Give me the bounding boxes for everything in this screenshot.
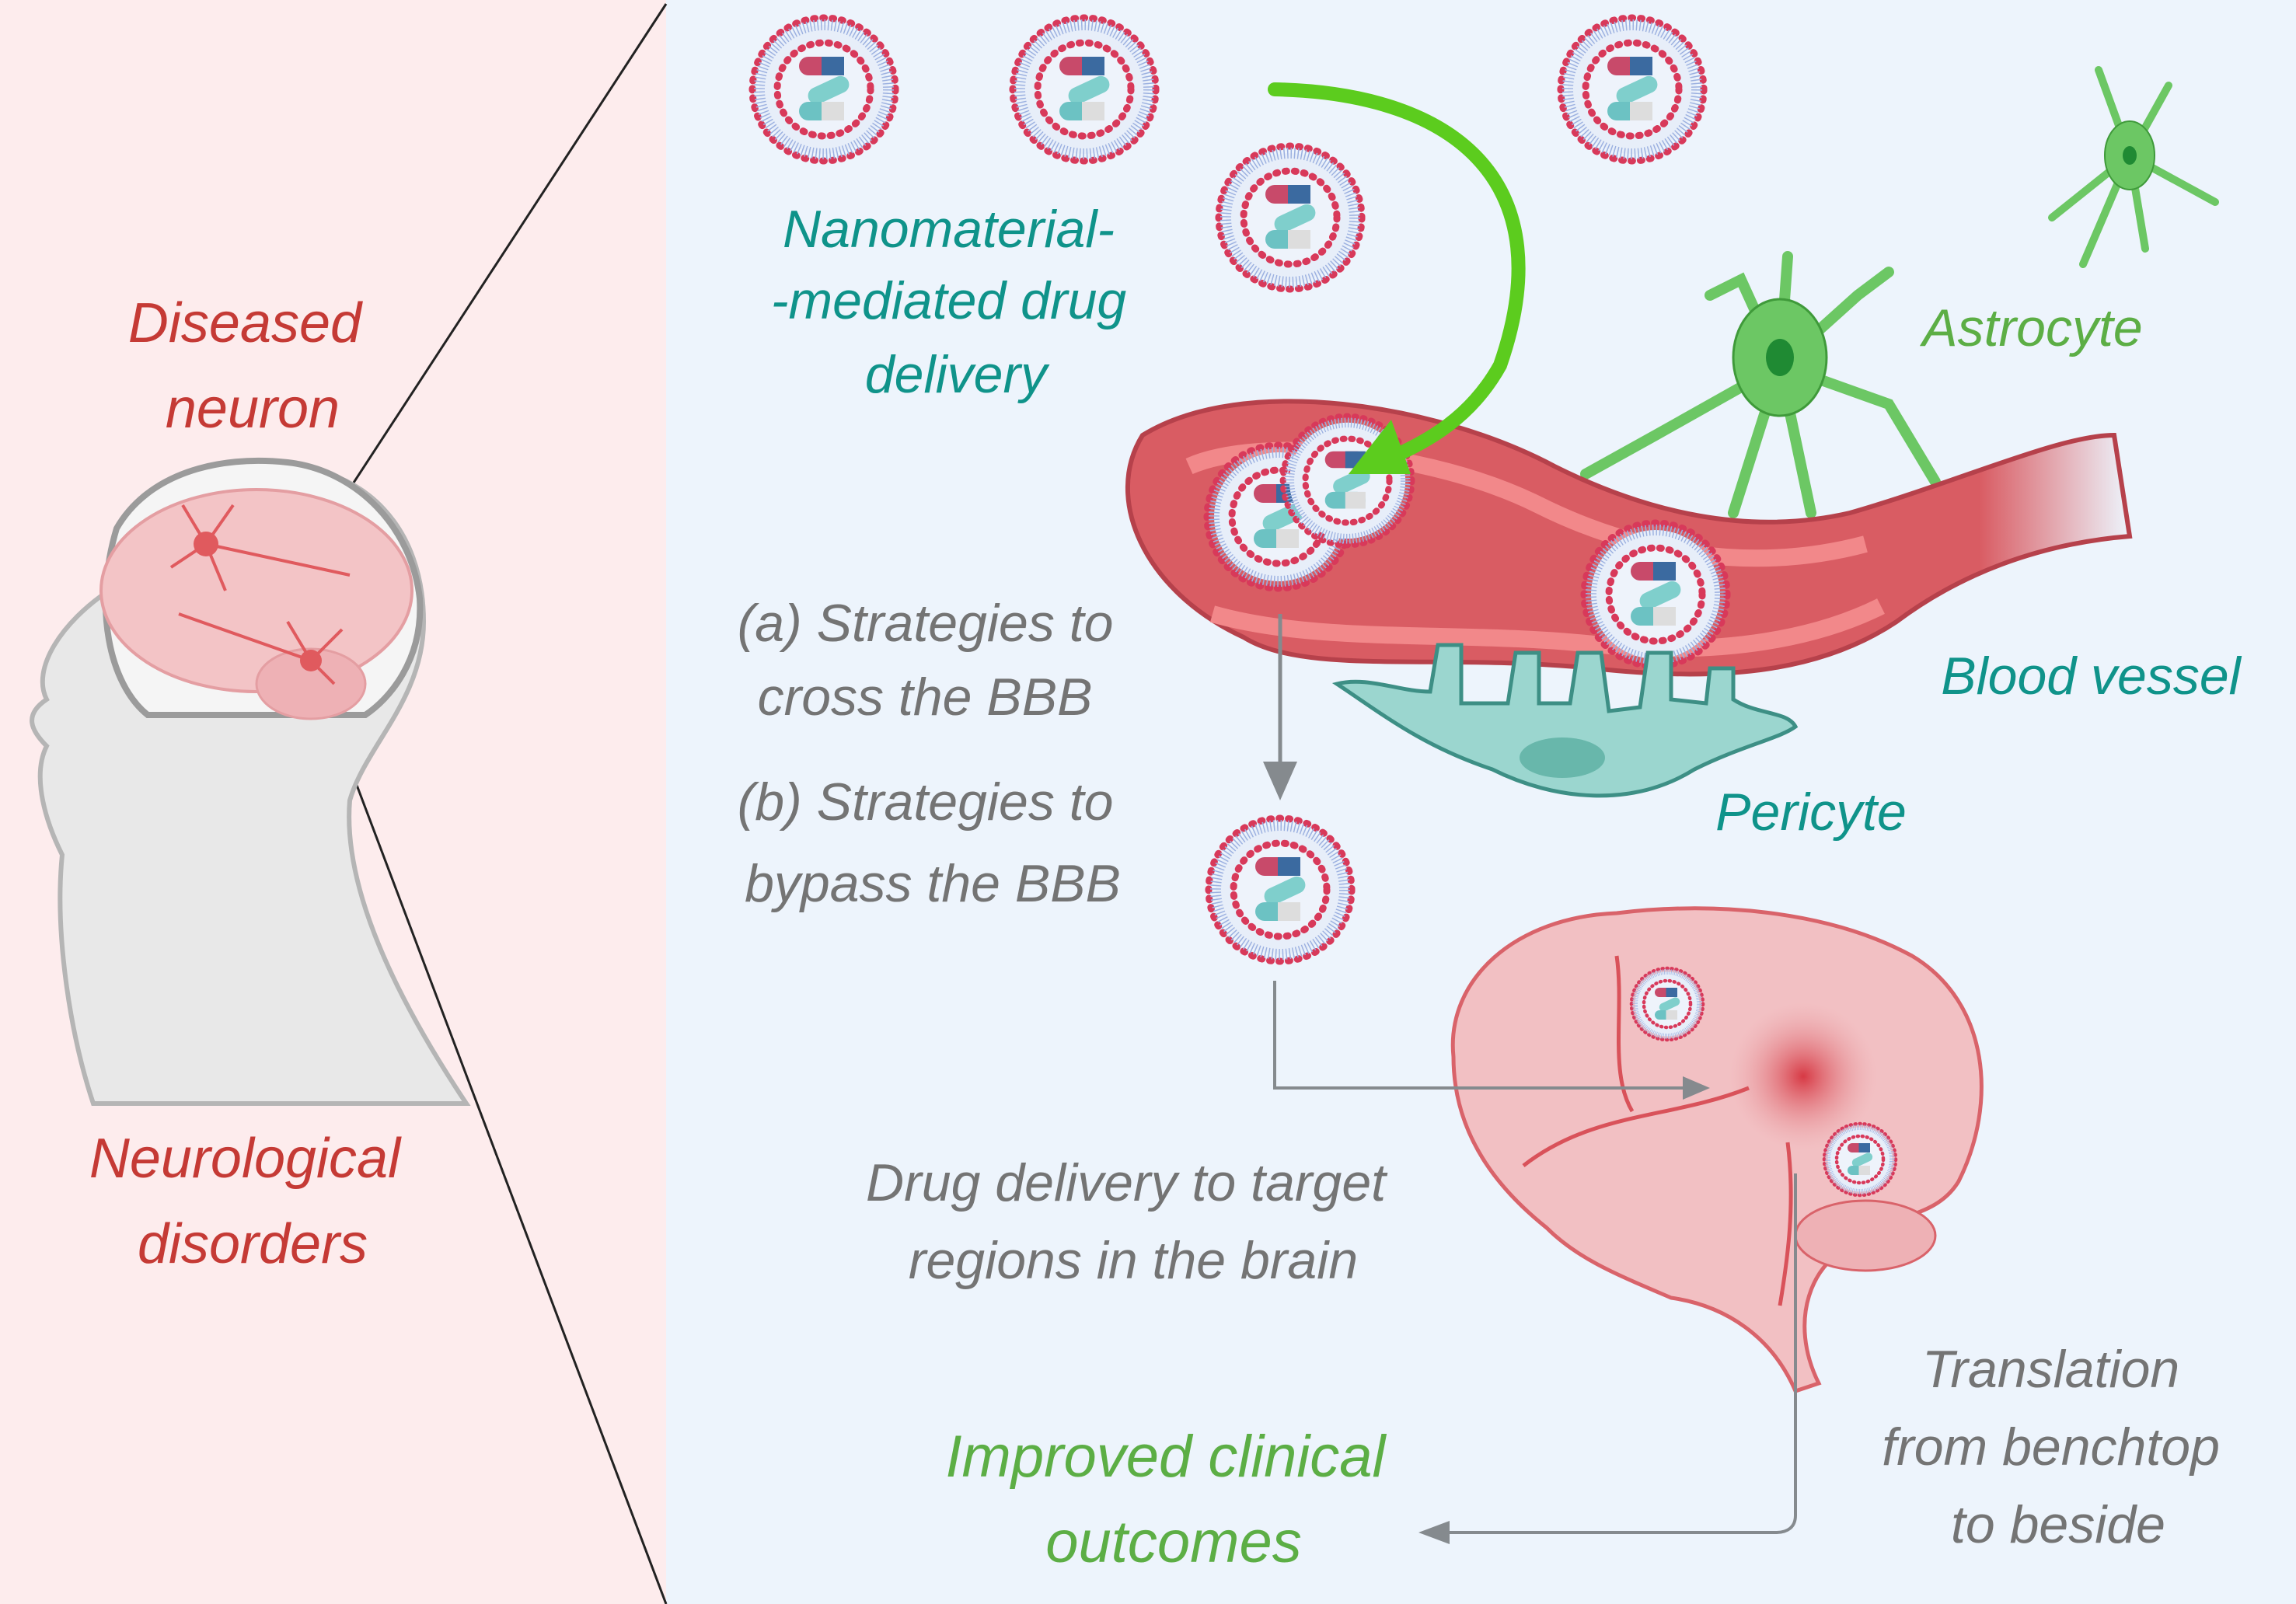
liposome-nanoparticle-icon xyxy=(1209,818,1352,961)
liposome-nanoparticle-icon xyxy=(1561,18,1704,161)
astrocyte-icon xyxy=(1580,251,1941,518)
arrow-to-outcome-head-icon xyxy=(1418,1521,1450,1544)
liposome-nanoparticle-icon xyxy=(1219,146,1362,289)
neurological-disorders-label: Neurological disorders xyxy=(89,1128,416,1275)
down-arrow-head-icon xyxy=(1263,762,1297,800)
strategy-b-label: (b) Strategies to bypass the BBB xyxy=(738,772,1129,913)
arrow-to-brain xyxy=(1273,981,1687,1090)
green-arrow-head-icon xyxy=(1349,420,1411,474)
astrocyte-small-icon xyxy=(2048,66,2219,268)
nanomaterial-label: Nanomaterial- -mediated drug delivery xyxy=(771,200,1141,404)
green-curved-arrow xyxy=(1268,82,1526,473)
arrow-to-brain-head-icon xyxy=(1683,1076,1710,1100)
brain-with-neurons-icon xyxy=(99,488,413,720)
drug-delivery-target-label: Drug delivery to target regions in the b… xyxy=(866,1153,1401,1290)
strategy-a-label: (a) Strategies to cross the BBB xyxy=(738,594,1129,727)
arrow-to-outcome xyxy=(1446,1173,1797,1534)
blood-vessel-label: Blood vessel xyxy=(1941,647,2242,706)
liposome-nanoparticle-icon xyxy=(1584,523,1727,666)
pericyte-icon xyxy=(1331,643,1799,798)
astrocyte-label: Astrocyte xyxy=(1919,298,2142,357)
liposome-nanoparticle-icon xyxy=(1631,968,1703,1040)
zoom-line-bottom xyxy=(340,745,668,1604)
liposome-nanoparticle-icon xyxy=(752,18,895,161)
zoom-line-top xyxy=(317,3,668,537)
pericyte-label: Pericyte xyxy=(1715,783,1907,842)
translation-label: Translation from benchtop to beside xyxy=(1882,1340,2235,1554)
liposome-nanoparticle-icon xyxy=(1824,1124,1896,1195)
liposome-nanoparticle-icon xyxy=(1013,18,1156,161)
diseased-neuron-label: Diseased neuron xyxy=(128,292,377,440)
improved-outcomes-label: Improved clinical outcomes xyxy=(945,1424,1401,1575)
brain-icon xyxy=(1450,906,1984,1394)
